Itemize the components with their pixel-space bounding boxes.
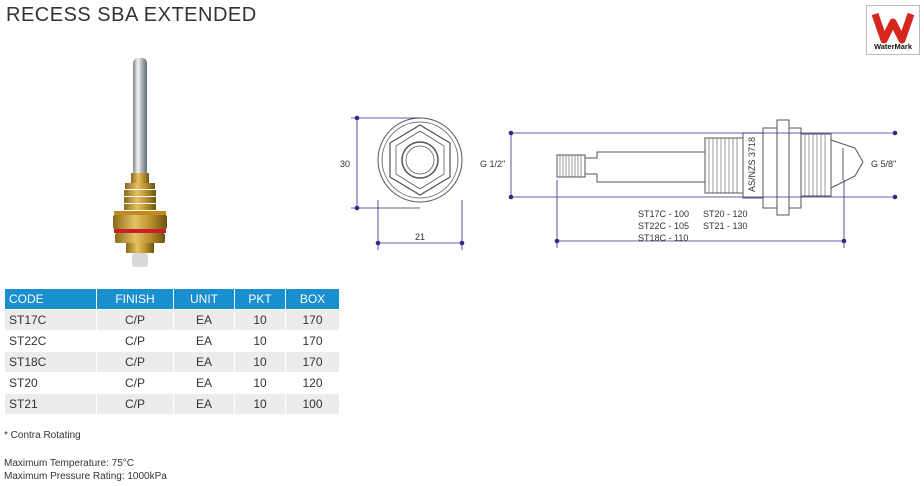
watermark-label: WaterMark (873, 42, 913, 51)
technical-drawing: 30 21 AS/NZS 3718 (340, 115, 898, 250)
spec-notes: Maximum Temperature: 75°C Maximum Pressu… (4, 457, 167, 483)
table-row: ST17C C/P EA 10 170 (5, 310, 339, 330)
cell-pkt: 10 (235, 352, 285, 372)
cell-box: 170 (286, 352, 339, 372)
outlet-thread-label: G 5/8" (871, 159, 896, 169)
front-width-label: 21 (415, 232, 425, 242)
cell-finish: C/P (97, 394, 173, 414)
cell-code: ST22C (5, 331, 96, 351)
cell-pkt: 10 (235, 310, 285, 330)
standard-mark: AS/NZS 3718 (747, 137, 757, 192)
front-view (377, 117, 463, 203)
length-item: ST20 - 120 (703, 209, 748, 219)
cell-box: 170 (286, 310, 339, 330)
cell-unit: EA (174, 310, 234, 330)
table-row: ST20 C/P EA 10 120 (5, 373, 339, 393)
cell-unit: EA (174, 352, 234, 372)
table-row: ST22C C/P EA 10 170 (5, 331, 339, 351)
cell-code: ST20 (5, 373, 96, 393)
max-temperature: Maximum Temperature: 75°C (4, 458, 134, 469)
cell-finish: C/P (97, 331, 173, 351)
inlet-thread-label: G 1/2" (480, 159, 505, 169)
length-item: ST17C - 100 (638, 209, 689, 219)
cell-pkt: 10 (235, 394, 285, 414)
cell-finish: C/P (97, 310, 173, 330)
table-row: ST21 C/P EA 10 100 (5, 394, 339, 414)
table-row: ST18C C/P EA 10 170 (5, 352, 339, 372)
length-item: ST22C - 105 (638, 221, 689, 231)
col-header-box: BOX (286, 289, 339, 309)
length-item: ST18C - 110 (638, 233, 688, 243)
cell-code: ST17C (5, 310, 96, 330)
watermark-logo: WaterMark (866, 5, 920, 55)
cell-unit: EA (174, 394, 234, 414)
spec-table: CODE FINISH UNIT PKT BOX ST17C C/P EA 10… (4, 288, 340, 415)
col-header-unit: UNIT (174, 289, 234, 309)
cell-box: 100 (286, 394, 339, 414)
side-view (556, 119, 864, 216)
footnote: * Contra Rotating (4, 430, 81, 441)
cell-finish: C/P (97, 373, 173, 393)
dimension-marks (354, 115, 465, 246)
cell-code: ST21 (5, 394, 96, 414)
cell-finish: C/P (97, 352, 173, 372)
col-header-code: CODE (5, 289, 96, 309)
front-height-label: 30 (340, 159, 350, 169)
cell-unit: EA (174, 373, 234, 393)
watermark-w-icon (871, 12, 915, 44)
cell-box: 170 (286, 331, 339, 351)
col-header-pkt: PKT (235, 289, 285, 309)
length-item: ST21 - 130 (703, 221, 748, 231)
col-header-finish: FINISH (97, 289, 173, 309)
table-header-row: CODE FINISH UNIT PKT BOX (5, 289, 339, 309)
length-list: ST17C - 100 ST22C - 105 ST18C - 110 ST20… (638, 209, 748, 243)
cell-pkt: 10 (235, 373, 285, 393)
cell-code: ST18C (5, 352, 96, 372)
cell-pkt: 10 (235, 331, 285, 351)
product-image (113, 58, 167, 267)
max-pressure: Maximum Pressure Rating: 1000kPa (4, 471, 167, 482)
cell-box: 120 (286, 373, 339, 393)
cell-unit: EA (174, 331, 234, 351)
page-title: RECESS SBA EXTENDED (6, 4, 257, 26)
